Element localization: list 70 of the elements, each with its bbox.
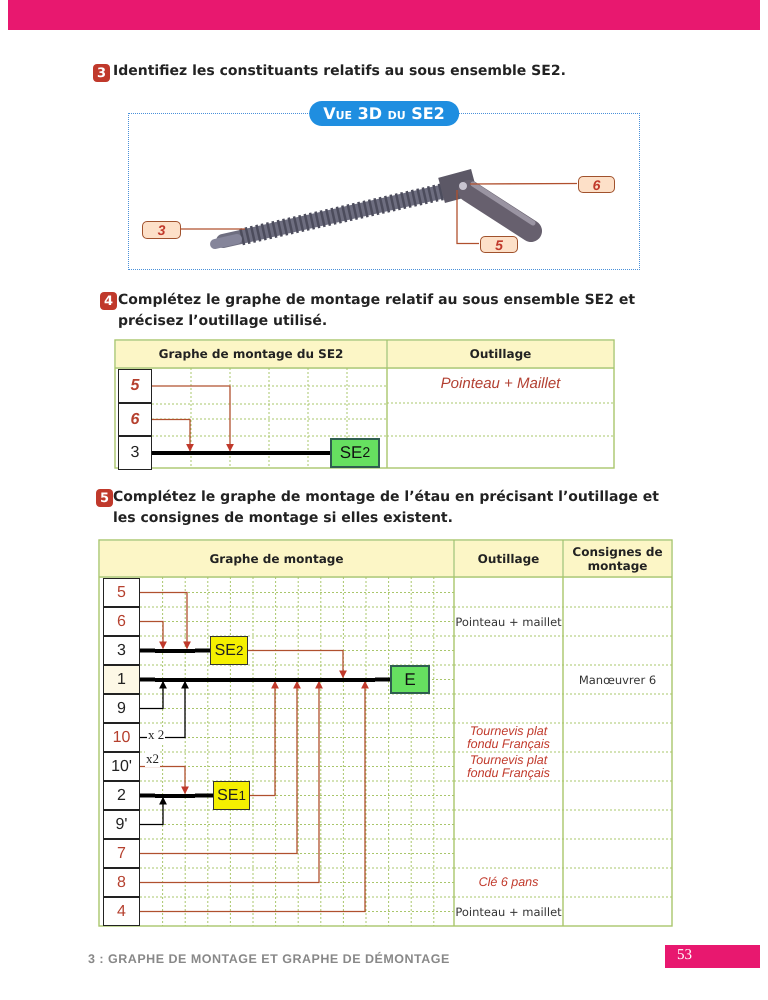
arrow: [250, 680, 279, 796]
instruction-text: Identifiez les constituants relatifs au sous ensemble SE2.: [113, 62, 567, 81]
column-header: Graphe de montage du SE2: [116, 341, 386, 367]
instruction-number: 4: [100, 292, 117, 310]
part-number-box: 3: [103, 636, 140, 665]
edge-label: x2: [145, 751, 160, 767]
leader-line: [180, 228, 245, 230]
column-header: Outillage: [388, 341, 613, 367]
arrow: [248, 650, 347, 678]
assembly-line: [152, 451, 180, 455]
part-number-box: 7: [103, 839, 140, 868]
tool-text: Tournevis plat fondu Français: [466, 752, 551, 781]
assembly-line: [140, 678, 155, 682]
leader-line: [456, 190, 479, 244]
instruction-number: 3: [93, 64, 110, 82]
title-badge: Vue 3D du SE2: [309, 101, 459, 126]
tool-text: Clé 6 pans: [478, 874, 540, 891]
arrow: [140, 680, 369, 912]
footer-title: 3 : GRAPHE DE MONTAGE ET GRAPHE DE DÉMONTAGE: [88, 952, 451, 968]
arrow: [140, 680, 189, 738]
part-number-box: 9': [103, 810, 140, 839]
arrow: [140, 620, 167, 650]
part-number-box: 4: [103, 897, 140, 926]
arrow: [140, 680, 167, 710]
assembly-line: [195, 794, 213, 798]
callout-number: 5: [480, 236, 518, 253]
column-header: Outillage: [455, 541, 562, 576]
callout-number: 6: [578, 176, 615, 193]
assembly-line: [375, 678, 390, 682]
arrow: [152, 418, 194, 452]
assembly-line: [240, 451, 330, 455]
part-number-box: 6: [103, 607, 140, 636]
arrow: [140, 766, 189, 794]
assembly-line: [140, 794, 155, 798]
part-number-box: 8: [103, 868, 140, 897]
arrow: [140, 592, 191, 650]
tool-text: Pointeau + Maillet: [440, 374, 562, 394]
bus-bar: [155, 678, 375, 682]
edge-label: x 2: [147, 727, 166, 743]
bus-bar: [155, 794, 195, 798]
assembly-line: [195, 648, 210, 652]
callout-number: 3: [142, 221, 181, 239]
part-number-box: 5: [118, 369, 152, 403]
part-number-box: 3: [118, 436, 152, 470]
arrow: [152, 385, 234, 452]
part-number-box: 5: [103, 578, 140, 607]
assembly-box: E: [390, 665, 430, 694]
table-text: Pointeau + maillet: [455, 904, 562, 920]
part-number-box: 2: [103, 781, 140, 810]
page-number: 53: [665, 945, 760, 968]
instruction-number: 5: [96, 489, 113, 507]
table-text: Pointeau + maillet: [455, 614, 562, 630]
assembly-line: [140, 648, 155, 652]
column-header: Graphe de montage: [100, 541, 453, 576]
tool-text: Tournevis plat fondu Français: [466, 723, 551, 752]
part-number-box: 10': [103, 752, 140, 781]
bus-bar: [155, 648, 195, 652]
part-number-box: 6: [118, 403, 152, 436]
instruction-text: Complétez le graphe de montage de l’étau en précisant l’outillage et les consignes de montage si elles existent.: [113, 488, 660, 528]
arrow: [140, 680, 323, 884]
part-number-box: 10: [103, 723, 140, 752]
part-number-box: 9: [103, 694, 140, 723]
table-text: Manœuvrer 6: [578, 672, 658, 688]
instruction-text: Complétez le graphe de montage relatif au sous ensemble SE2 et précisez l’outillage utilisé.: [118, 291, 636, 331]
column-header: Consignes de montage: [564, 541, 671, 576]
arrow: [140, 680, 301, 854]
bus-bar: [180, 451, 240, 455]
part-number-box: 1: [103, 665, 140, 694]
leader-line: [470, 182, 577, 185]
arrow: [140, 796, 167, 826]
